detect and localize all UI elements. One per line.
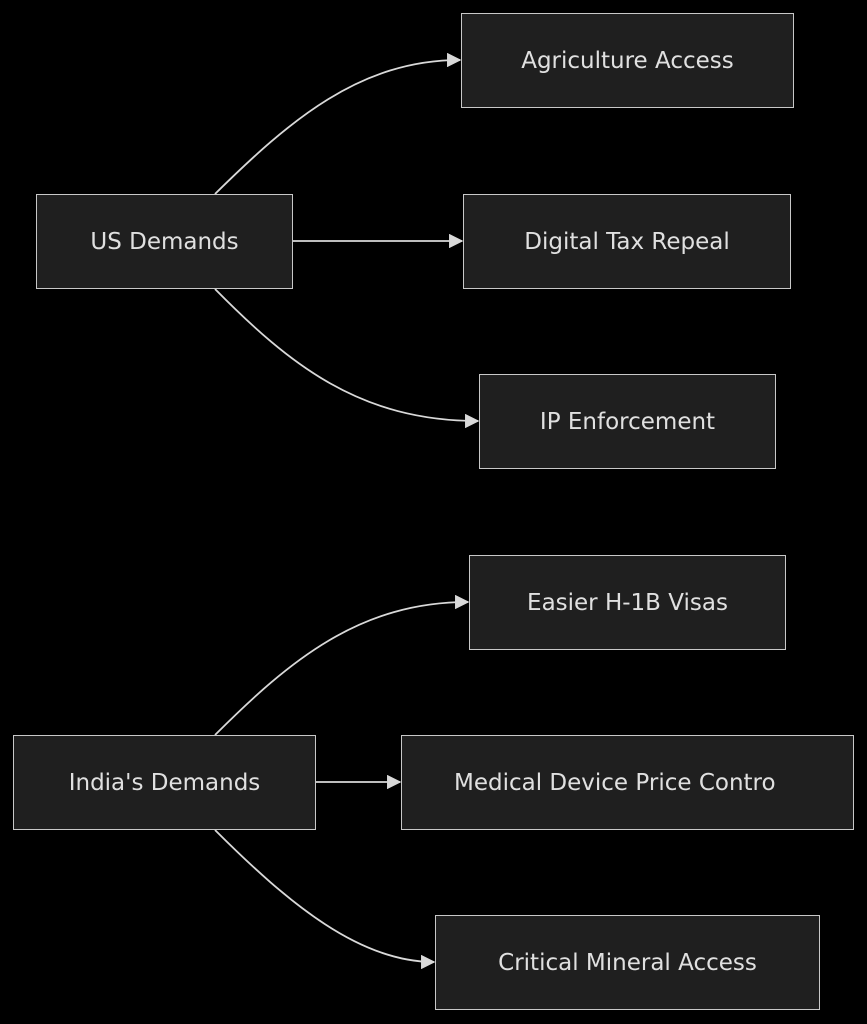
- node-agriculture-access: Agriculture Access: [461, 13, 794, 108]
- node-ip-enforcement: IP Enforcement: [479, 374, 776, 469]
- node-digital-tax-repeal: Digital Tax Repeal: [463, 194, 791, 289]
- node-us-demands: US Demands: [36, 194, 293, 289]
- node-label: Medical Device Price Contro: [454, 769, 776, 796]
- edge-india-to-mineral: [214, 829, 436, 970]
- edge-us-to-agriculture: [214, 52, 462, 195]
- node-label: India's Demands: [68, 769, 261, 796]
- node-easier-h1b-visas: Easier H-1B Visas: [469, 555, 786, 650]
- node-medical-device-price-control: Medical Device Price Contro: [401, 735, 854, 830]
- node-label: Critical Mineral Access: [498, 949, 757, 976]
- node-label: Agriculture Access: [521, 47, 734, 74]
- node-label: Easier H-1B Visas: [527, 589, 728, 616]
- node-label: IP Enforcement: [539, 408, 716, 435]
- edge-us-to-ip: [214, 288, 480, 429]
- node-critical-mineral-access: Critical Mineral Access: [435, 915, 820, 1010]
- node-indias-demands: India's Demands: [13, 735, 316, 830]
- node-label: Digital Tax Repeal: [524, 228, 730, 255]
- edge-india-to-h1b: [214, 594, 470, 736]
- node-label: US Demands: [90, 228, 239, 255]
